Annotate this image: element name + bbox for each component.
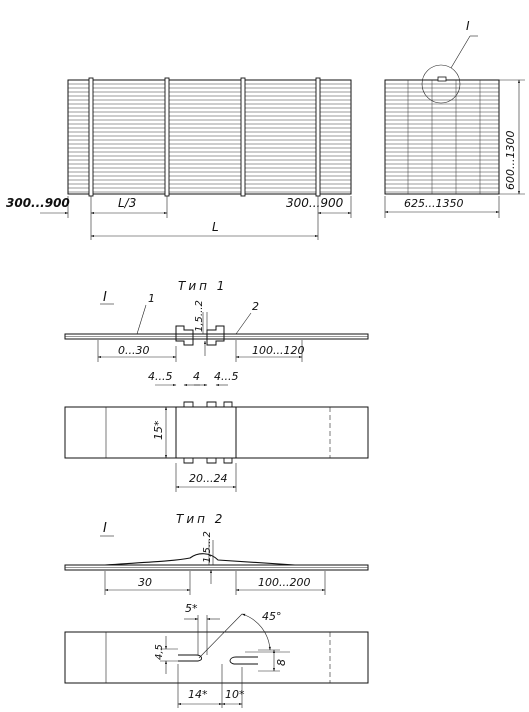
type2-dim-100-200: 100...200 [258,576,310,589]
dim-width: 625...1350 [404,197,463,210]
type1-dim-4-5-left: 4...5 [148,370,173,383]
type1-dim-20-24: 20...24 [189,472,227,485]
type2-dim-45-degrees: 45° [262,610,282,623]
type2-dim-gap: 1,5...2 [202,531,213,563]
type2-dim-30: 30 [138,576,152,589]
dim-height: 600...1300 [504,131,517,190]
strap [88,77,321,197]
type2-plan-view [64,613,369,708]
type1-dim-4-5-right: 4...5 [214,370,239,383]
type1-dim-gap: 1,5...2 [194,300,205,332]
type2-title: Тип 2 [176,512,225,526]
type1-plan-view [64,401,369,492]
dim-left-overhang: 300...900 [6,196,70,210]
type1-dim-lines-top [97,340,303,362]
type1-dim-0-30: 0...30 [118,344,150,357]
end-dimensions [384,79,525,218]
type1-marker-1: 1 [148,292,155,305]
bundle-side-view [67,77,352,197]
type2-dim-14: 14* [188,688,208,701]
type2-dim-lines-top [104,571,326,595]
dim-l: L [212,220,219,234]
type1-dim-4: 4 [193,370,200,383]
dim-right-overhang: 300...900 [286,196,344,210]
type1-marker-2: 2 [252,300,259,313]
type2-node-label: I [103,521,107,536]
type2-dim-4-5: 4,5 [154,644,165,660]
type2-dim-10: 10* [225,688,245,701]
callout-node-label: I [466,19,470,33]
type2-section-view [64,540,369,584]
type1-section-view [64,312,369,356]
type2-dim-8: 8 [275,659,288,666]
type1-title: Тип 1 [178,279,227,293]
type1-dim-15: 15* [152,420,165,440]
top-dimensions [40,196,352,240]
type1-node-label: I [103,290,107,305]
dim-l-third: L/3 [118,196,136,210]
bundle-end-view [384,35,500,195]
type2-dim-5: 5* [185,602,198,615]
type1-dim-100-120: 100...120 [252,344,304,357]
